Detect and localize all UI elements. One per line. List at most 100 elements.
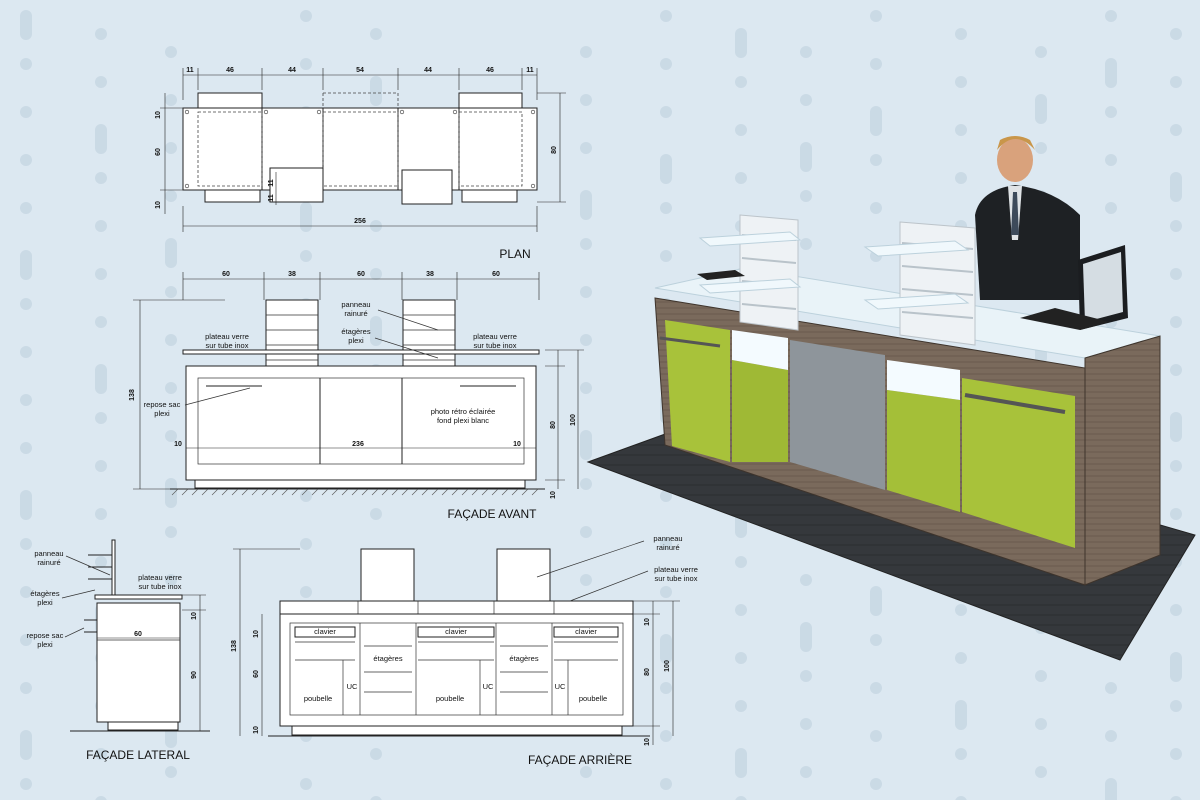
background-dash (580, 766, 592, 778)
plan-dim-top-2: 46 (226, 67, 234, 74)
kiosk-3d-render (586, 136, 1196, 661)
background-dash (165, 142, 177, 154)
background-dash (735, 172, 747, 184)
background-dash (165, 430, 177, 442)
background-dash (660, 682, 672, 694)
render-green-panel-left-2 (732, 360, 788, 462)
background-dash (660, 58, 672, 70)
plan-dim-top-4: 54 (356, 67, 364, 74)
background-dash (580, 94, 592, 106)
front-dim-right-1: 80 (550, 421, 557, 429)
background-dash (580, 238, 592, 250)
lateral-dim-right-2: 90 (191, 671, 198, 679)
rear-dim-right-4: 10 (644, 738, 651, 746)
front-dim-bottom-2: 236 (352, 441, 364, 448)
front-elevation-view: 60 38 60 38 60 (129, 271, 584, 521)
plan-dim-right: 80 (551, 146, 558, 154)
background-dash (95, 556, 107, 568)
background-dash (870, 10, 882, 22)
background-dash (300, 586, 312, 598)
background-dash (735, 28, 747, 58)
render-green-panel-right (887, 390, 960, 512)
background-dash (735, 796, 747, 800)
background-dash (1105, 10, 1117, 22)
background-dash (955, 124, 967, 136)
background-dash (735, 700, 747, 712)
rear-dim-right-1: 10 (644, 618, 651, 626)
background-dash (580, 430, 592, 460)
background-dash (1105, 778, 1117, 800)
background-dash (1170, 460, 1182, 472)
background-dash (1105, 202, 1117, 214)
background-dash (955, 796, 967, 800)
plan-dim-left-1: 10 (155, 111, 162, 119)
background-dash (1170, 364, 1182, 376)
rear-label-poubelle-1: poubelle (304, 694, 332, 703)
background-dash (660, 586, 672, 598)
plan-dim-top-7: 11 (526, 67, 534, 74)
background-dash (165, 286, 177, 298)
render-shelf-lit-right (887, 360, 960, 400)
rear-dim-left-1: 138 (231, 640, 238, 652)
background-dash (870, 106, 882, 136)
background-dash (95, 796, 107, 800)
background-dash (95, 268, 107, 280)
background-dash (20, 250, 32, 280)
background-dash (165, 238, 177, 268)
background-dash (580, 190, 592, 220)
background-dash (370, 796, 382, 800)
background-dash (580, 286, 592, 298)
background-dash (870, 586, 882, 616)
render-grey-panel (790, 340, 885, 490)
background-dash (165, 46, 177, 58)
background-dash (165, 574, 177, 586)
rear-label-poubelle-2: poubelle (436, 694, 464, 703)
background-dash (660, 154, 672, 184)
background-dash (1105, 58, 1117, 88)
background-dash (95, 364, 107, 394)
background-dash (165, 766, 177, 778)
background-dash (20, 394, 32, 406)
background-dash (735, 604, 747, 616)
background-dash (955, 28, 967, 40)
render-green-panel-left (665, 320, 730, 462)
rear-label-uc-3: UC (555, 682, 566, 691)
background-dash (370, 748, 382, 760)
background-dash (1035, 766, 1047, 778)
background-dash (1170, 652, 1182, 682)
rear-label-etageres-2: étagères (509, 654, 538, 663)
background-dash (370, 76, 382, 106)
background-dash (370, 28, 382, 40)
background-dash (1170, 796, 1182, 800)
background-dash (20, 298, 32, 310)
rear-title: FAÇADE ARRIÈRE (528, 752, 632, 767)
lateral-dim-width: 60 (134, 631, 142, 638)
rear-label-etageres-1: étagères (373, 654, 402, 663)
background-dash (95, 76, 107, 88)
background-dash (955, 748, 967, 760)
background-dash (870, 202, 882, 214)
background-dash (800, 718, 812, 730)
background-dash (300, 490, 312, 502)
background-dash (1170, 700, 1182, 712)
render-shelf-lit-left (732, 330, 788, 370)
background-dash (165, 190, 177, 202)
background-dash (300, 778, 312, 790)
background-dash (1105, 154, 1117, 166)
background-dash (955, 700, 967, 730)
plan-dim-top-3: 44 (288, 67, 296, 74)
background-dash (1105, 730, 1117, 742)
background-dash (1170, 412, 1182, 442)
render-person (975, 136, 1080, 300)
background-dash (95, 172, 107, 184)
background-dash (95, 28, 107, 40)
background-dash (800, 670, 812, 682)
background-dash (20, 730, 32, 760)
background-dash (300, 10, 312, 22)
